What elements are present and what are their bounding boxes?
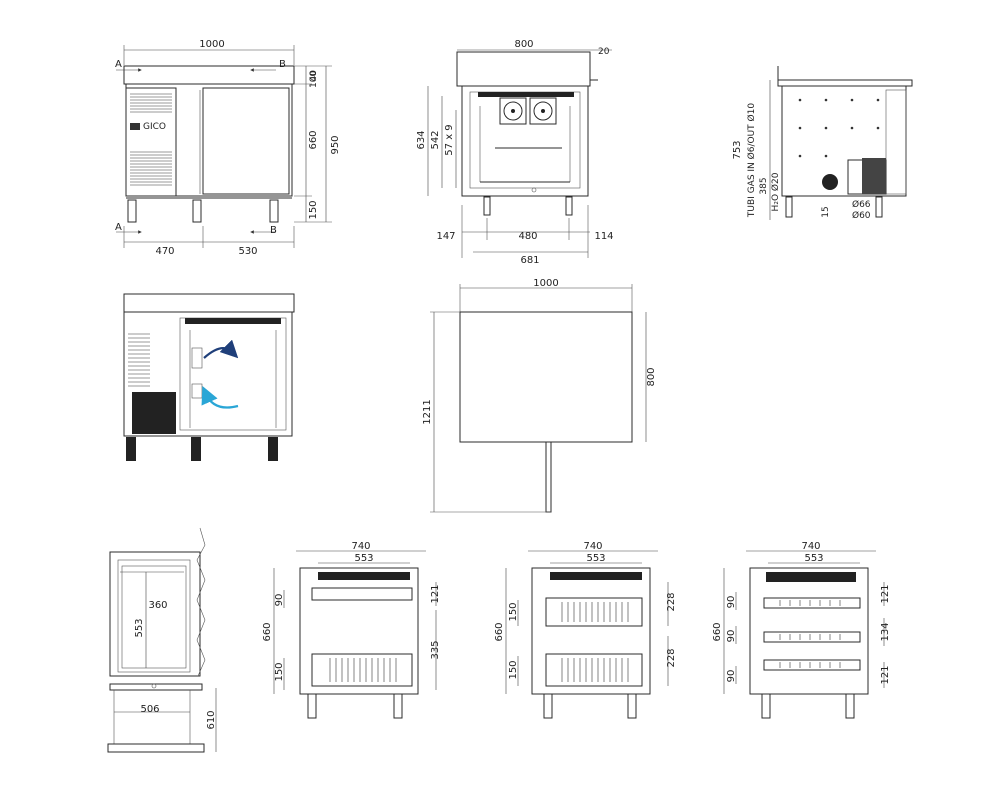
airflow-view [123, 293, 295, 461]
door-inner-width-label: 360 [148, 600, 167, 611]
drawer2-width-label: 740 [583, 541, 602, 552]
section-width-label: 800 [514, 39, 533, 50]
side-view: 753 TUBI GAS IN Ø6/OUT Ø10 385 H₂O Ø20 1… [732, 66, 913, 221]
evaporator-fan-right [529, 97, 557, 125]
water-height-label: 385 [759, 177, 769, 194]
drawer3-width-label: 740 [801, 541, 820, 552]
gas-label: TUBI GAS IN Ø6/OUT Ø10 [746, 103, 757, 218]
front-view: 1000 A B GICO [115, 39, 341, 257]
section-a-top: A [115, 59, 122, 70]
drawer2-inner-label: 553 [586, 553, 605, 564]
drawer3-right-dim-1: 121 [880, 584, 891, 603]
drawer3-grille [779, 600, 841, 668]
drawer1-left-dim-1: 90 [274, 594, 285, 607]
total-height-label: 950 [330, 135, 341, 154]
control-display [130, 123, 140, 130]
drawer-view-3: 740 553 660 90 90 90 [712, 541, 891, 719]
mounting-holes [798, 98, 880, 158]
warm-airflow-arrow [203, 339, 239, 359]
drawer3-left-dim-3: 90 [726, 670, 737, 683]
section-b-top: B [279, 59, 286, 70]
drawer1-total-label: 660 [262, 622, 273, 641]
panel-logo: GICO [143, 122, 166, 132]
inner-height-label: 542 [430, 130, 441, 149]
side-height-label: 753 [732, 140, 743, 159]
drain-height-label: 15 [821, 206, 831, 217]
drawer1-grille [329, 658, 397, 682]
drawer2-right-dim-1: 228 [666, 592, 677, 611]
drawer3-right-dim-2: 134 [880, 622, 891, 641]
drawer1-inner-label: 553 [354, 553, 373, 564]
drawer2-left-dim-2: 150 [508, 660, 519, 679]
diameter-60-label: Ø60 [852, 210, 871, 221]
diameter-66-label: Ø66 [852, 199, 871, 210]
compressor-block [132, 392, 176, 434]
drawer3-right-dim-3: 121 [880, 665, 891, 684]
left-offset-label: 147 [436, 231, 455, 242]
drawer1-right-dim-2: 335 [430, 640, 441, 659]
drawer2-grille [561, 602, 629, 682]
inner-width-label: 480 [518, 231, 537, 242]
top-thickness-label: 40 [309, 70, 319, 82]
front-width-label: 1000 [199, 39, 224, 50]
drawer1-left-dim-2: 150 [274, 662, 285, 681]
door-depth-label: 610 [206, 710, 217, 729]
drawer3-left-dim-1: 90 [726, 596, 737, 609]
drawer2-total-label: 660 [494, 622, 505, 641]
outer-height-label: 634 [416, 130, 427, 149]
drawer2-left-dim-1: 150 [508, 602, 519, 621]
body-height-label: 660 [308, 130, 319, 149]
drawer-view-1: 740 553 660 90 150 121 335 [262, 541, 441, 719]
drawer-view-2: 740 553 660 150 150 228 [494, 541, 677, 719]
base-width-label: 681 [520, 255, 539, 266]
section-b-bottom: B [270, 225, 277, 236]
drawer1-width-label: 740 [351, 541, 370, 552]
compressor-icon [822, 174, 838, 190]
left-width-label: 470 [155, 246, 174, 257]
section-view: 800 20 634 542 57 x 9 [416, 39, 614, 266]
overhang-label: 20 [598, 47, 610, 57]
plan-width-label: 1000 [533, 278, 558, 289]
lower-vent-grille [130, 151, 172, 186]
door-height-label: 553 [134, 618, 145, 637]
drawer3-inner-label: 553 [804, 553, 823, 564]
rail-size-label: 57 x 9 [444, 124, 455, 155]
open-door-outline [545, 441, 552, 513]
right-width-label: 530 [238, 246, 257, 257]
cold-airflow-arrow [201, 385, 239, 409]
plan-view: 1000 800 1211 [422, 278, 657, 513]
door-detail: 360 553 506 610 [107, 527, 217, 753]
front-door [202, 87, 290, 195]
drawer1-right-dim-1: 121 [430, 584, 441, 603]
evaporator-fan-left [499, 97, 527, 125]
drawer3-left-dim-2: 90 [726, 630, 737, 643]
drawer2-right-dim-2: 228 [666, 648, 677, 667]
plan-depth-label: 800 [646, 367, 657, 386]
right-offset-label: 114 [594, 231, 613, 242]
top-gap-label: 100 [309, 71, 319, 88]
clear-width-label: 506 [140, 704, 159, 715]
section-a-bottom: A [115, 222, 122, 233]
drawer3-total-label: 660 [712, 622, 723, 641]
upper-vent-grille [130, 93, 172, 113]
condenser-grille [128, 333, 150, 387]
plan-total-depth-label: 1211 [422, 399, 433, 424]
water-label: H₂O Ø20 [770, 172, 781, 211]
leg-height-label: 150 [308, 200, 319, 219]
